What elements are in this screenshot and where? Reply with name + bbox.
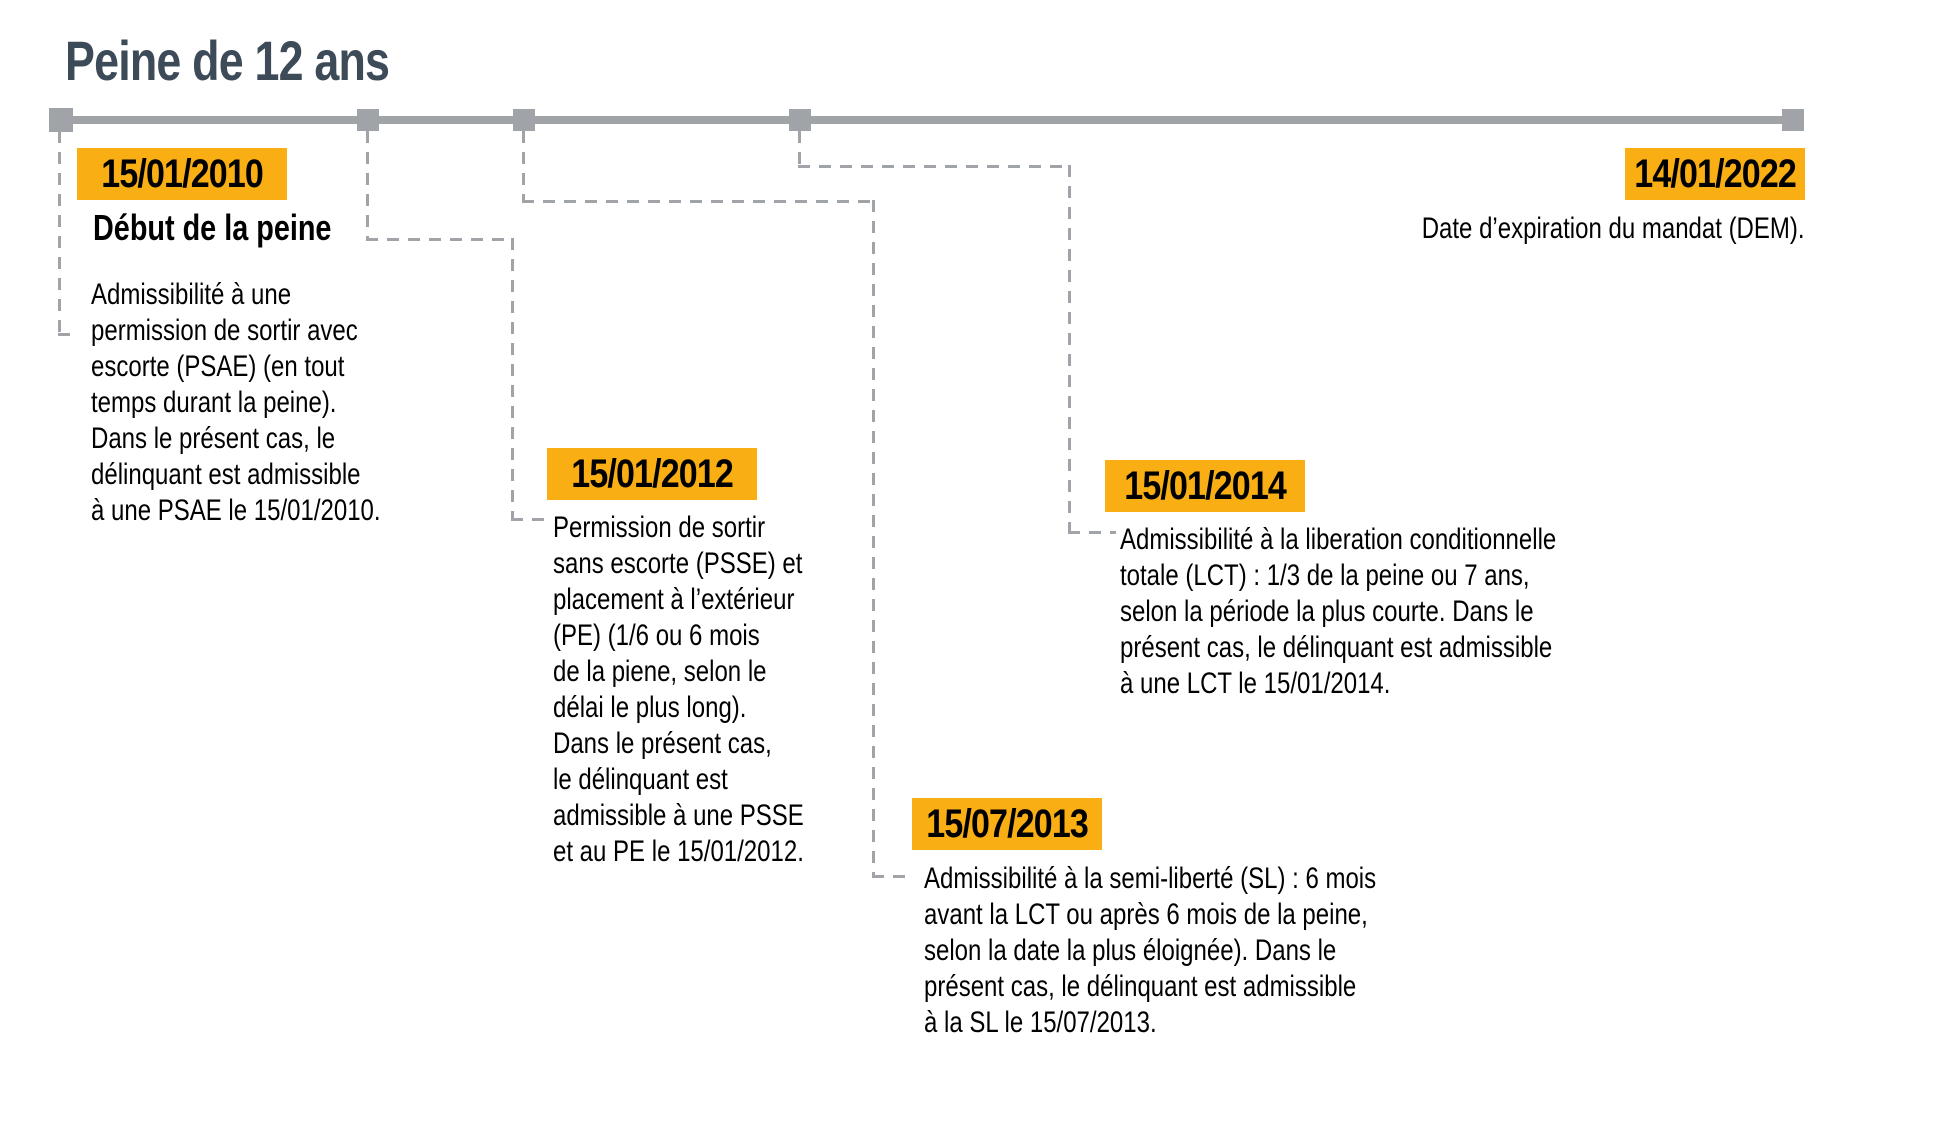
event-sl-text: Admissibilité à la semi-liberté (SL) : 6… [924,862,1377,1039]
date-badge-lct: 15/01/2014 [1105,460,1305,512]
timeline-marker-dem [1782,109,1804,131]
connector-debut-horizontal [58,333,78,336]
connector-psse-vertical-1 [366,131,369,239]
connector-psse-vertical-2 [511,238,514,520]
connector-debut-vertical [58,131,61,336]
page-title: Peine de 12 ans [65,29,390,92]
event-debut-text: Admissibilité à une permission de sortir… [91,278,381,527]
connector-psse-horizontal-2 [511,518,549,521]
date-badge-dem-label: 14/01/2022 [1634,151,1797,196]
connector-lct-vertical-1 [798,131,801,167]
timeline-marker-psse-pe [357,109,379,131]
date-badge-lct-label: 15/01/2014 [1124,463,1287,508]
date-badge-psse: 15/01/2012 [547,448,757,500]
timeline-marker-lct [789,109,811,131]
connector-sl-horizontal-1 [522,200,875,203]
date-badge-sl: 15/07/2013 [912,798,1102,850]
connector-sl-vertical-1 [522,131,525,202]
timeline-marker-semi-liberte [513,109,535,131]
connector-sl-vertical-2 [872,200,875,877]
connector-psse-horizontal-1 [366,238,514,241]
event-psse-text: Permission de sortir sans escorte (PSSE)… [553,511,804,868]
timeline-marker-debut [49,108,73,132]
date-badge-debut-label: 15/01/2010 [101,151,264,196]
connector-lct-vertical-2 [1068,165,1071,533]
connector-lct-horizontal-1 [798,165,1071,168]
event-dem-text: Date d’expiration du mandat (DEM). [1422,212,1805,245]
date-badge-sl-label: 15/07/2013 [926,801,1089,846]
event-lct-text: Admissibilité à la liberation conditionn… [1120,523,1557,700]
timeline-bar [61,116,1793,124]
date-badge-dem: 14/01/2022 [1625,148,1805,200]
event-debut-heading: Début de la peine [93,207,332,248]
connector-sl-horizontal-2 [872,875,906,878]
date-badge-psse-label: 15/01/2012 [571,451,734,496]
connector-lct-horizontal-2 [1068,531,1116,534]
date-badge-debut: 15/01/2010 [77,148,287,200]
